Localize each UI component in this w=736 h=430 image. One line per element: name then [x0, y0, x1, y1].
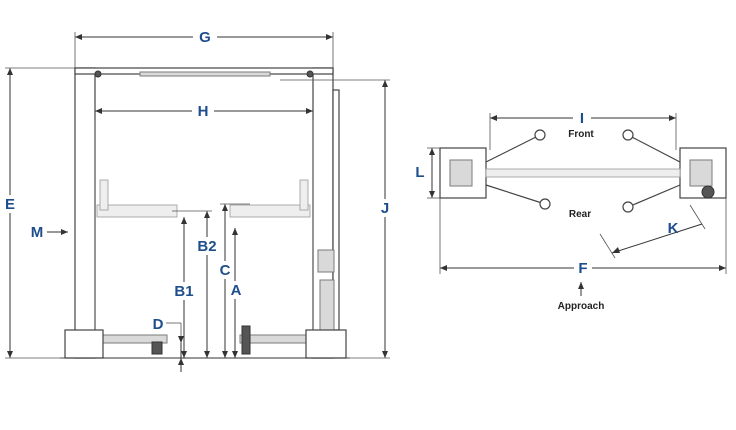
rear-text: Rear [569, 209, 591, 220]
plan-left-column [449, 159, 473, 187]
label-h: H [198, 103, 209, 120]
front-elevation-view: G H E J M B2 [1, 28, 394, 372]
dim-ext-k-left [599, 233, 616, 259]
left-column [74, 67, 96, 359]
overhead-switch-bar [139, 71, 271, 77]
label-j: J [381, 200, 389, 217]
rear-left-arm [485, 184, 546, 205]
plan-overhead-beam [485, 168, 681, 178]
plan-power-unit [701, 185, 715, 199]
label-k: K [668, 220, 679, 237]
raised-arms [96, 179, 311, 218]
left-base-plate [64, 329, 104, 359]
dim-ext-k-right [689, 204, 706, 230]
power-unit-motor [317, 249, 335, 273]
label-c: C [220, 262, 231, 279]
label-l: L [415, 164, 424, 181]
label-m: M [31, 224, 44, 241]
plan-view: I Front L Rear K F Approach [412, 109, 727, 312]
label-b2: B2 [197, 238, 216, 255]
label-g: G [199, 29, 211, 46]
plan-right-column [689, 159, 713, 187]
label-b1: B1 [174, 283, 193, 300]
right-base-plate [305, 329, 347, 359]
beam-bolt-right [306, 70, 314, 78]
beam-bolt-left [94, 70, 102, 78]
approach-text: Approach [558, 301, 605, 312]
power-unit-tank [319, 279, 335, 336]
rear-right-arm [627, 184, 681, 208]
lowered-arms [96, 325, 311, 355]
front-left-arm [485, 134, 541, 163]
label-e: E [5, 196, 15, 213]
label-a: A [231, 282, 242, 299]
front-text: Front [568, 129, 594, 140]
label-i: I [580, 110, 584, 127]
label-f: F [578, 260, 587, 277]
dim-line-k [611, 223, 703, 254]
label-d: D [153, 316, 164, 333]
front-right-arm [627, 134, 681, 163]
